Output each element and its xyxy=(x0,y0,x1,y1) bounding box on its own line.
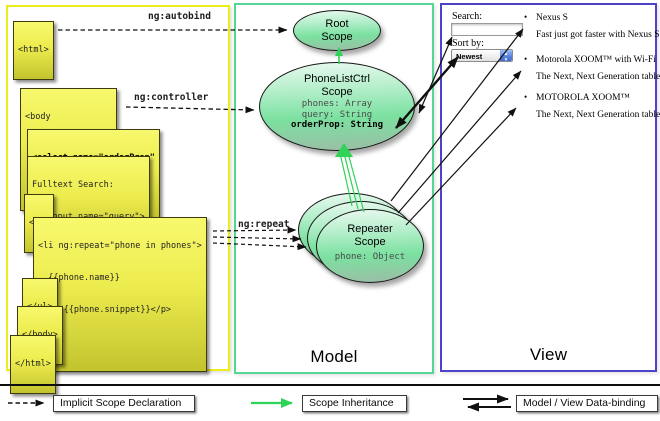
search-label: Search: xyxy=(452,11,482,22)
model-panel-label: Model xyxy=(310,347,358,366)
search-input[interactable] xyxy=(451,23,523,36)
sort-select-value: Newest xyxy=(456,52,483,61)
bullet-icon: • xyxy=(524,12,528,22)
legend-scope-inheritance: Scope Inheritance xyxy=(302,395,407,412)
phone-desc: The Next, Next Generation tablet. xyxy=(536,110,660,120)
prop-query: query: String xyxy=(301,109,373,120)
root-scope-ellipse: Root Scope xyxy=(293,10,381,51)
phone-title: MOTOROLA XOOM™ xyxy=(536,93,630,103)
sort-by-label: Sort by: xyxy=(452,38,484,49)
code-line: {{phone.name}} xyxy=(38,273,120,284)
code-line: <html> xyxy=(18,45,49,56)
ng-controller-label: ng:controller xyxy=(134,92,209,103)
code-line: <p>{{phone.snippet}}</p> xyxy=(38,305,172,315)
legend-implicit-scope-declaration: Implicit Scope Declaration xyxy=(53,395,195,412)
ng-autobind-label: ng:autobind xyxy=(148,11,211,22)
select-stepper-icon: ▲▼ xyxy=(500,50,512,62)
ng-repeat-label: ng:repeat xyxy=(238,219,290,230)
prop-phones: phones: Array xyxy=(301,99,373,109)
code-box-html-open: <html> xyxy=(13,21,54,81)
repeater-scope-ellipse-front: Repeater Scope phone: Object xyxy=(316,209,424,283)
legend-model-view-data-binding: Model / View Data-binding xyxy=(516,395,658,412)
code-line: Fulltext Search: xyxy=(32,180,114,191)
phone-list-item: • MOTOROLA XOOM™ The Next, Next Generatio… xyxy=(524,92,660,120)
sort-select[interactable]: Newest ▲▼ xyxy=(451,49,513,62)
phone-desc: The Next, Next Generation tablet. xyxy=(536,72,660,82)
phone-title: Nexus S xyxy=(536,13,568,23)
phonelistctrl-scope-title: PhoneListCtrl xyxy=(303,73,371,85)
phone-title: Motorola XOOM™ with Wi-Fi xyxy=(536,55,656,65)
prop-orderprop: orderProp: String xyxy=(290,120,384,130)
bullet-icon: • xyxy=(524,92,528,102)
code-line: </html> xyxy=(15,359,51,370)
phone-desc: Fast just got faster with Nexus S. xyxy=(536,30,660,40)
prop-phone: phone: Object xyxy=(334,252,406,262)
code-line: <li ng:repeat="phone in phones"> xyxy=(38,241,202,252)
bullet-icon: • xyxy=(524,54,528,64)
code-line: <body xyxy=(25,112,51,123)
phone-list-item: • Nexus S Fast just got faster with Nexus… xyxy=(524,12,660,40)
repeater-scope-title: Repeater xyxy=(347,223,393,235)
root-scope-title: Root xyxy=(325,18,349,30)
view-panel-label: View xyxy=(529,345,568,364)
legend-separator xyxy=(0,384,660,387)
phone-list-item: • Motorola XOOM™ with Wi-Fi The Next, Nex… xyxy=(524,54,660,82)
